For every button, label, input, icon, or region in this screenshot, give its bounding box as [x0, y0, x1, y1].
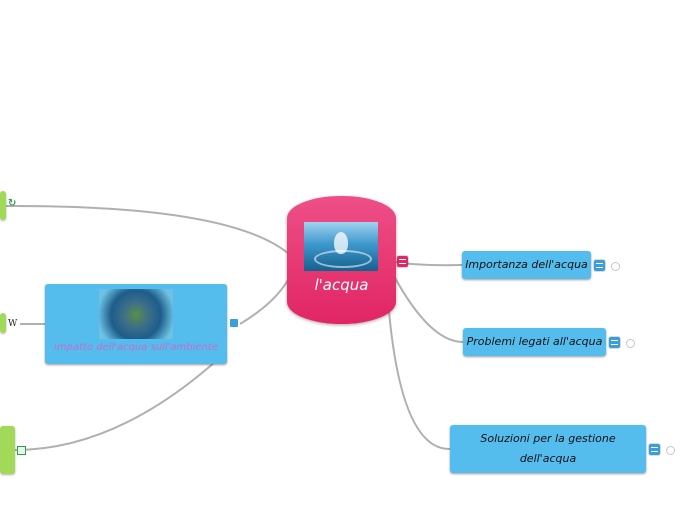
- link-icon[interactable]: ↻: [8, 198, 17, 209]
- connector-central-to-impact: [239, 271, 293, 325]
- collapse-toggle-impatto[interactable]: [230, 319, 238, 327]
- expand-dot-importanza[interactable]: [611, 262, 620, 271]
- topic-problemi[interactable]: Problemi legati all'acqua: [463, 328, 606, 356]
- external-link-icon[interactable]: [17, 446, 26, 455]
- wikipedia-icon[interactable]: W: [8, 319, 18, 329]
- central-topic-title: l'acqua: [314, 276, 369, 294]
- subtopic-bottom-left[interactable]: [0, 426, 15, 474]
- topic-impatto[interactable]: impatto dell'acqua sull'ambiente: [45, 284, 227, 364]
- topic-soluzioni-label-line2: dell'acqua: [519, 452, 577, 465]
- expand-dot-soluzioni[interactable]: [666, 446, 675, 455]
- notes-icon-problemi[interactable]: [609, 337, 620, 348]
- topic-soluzioni-label-line1: Soluzioni per la gestione: [480, 432, 616, 445]
- topic-impatto-label: impatto dell'acqua sull'ambiente: [54, 342, 218, 353]
- topic-importanza[interactable]: Importanza dell'acqua: [462, 251, 591, 279]
- notes-icon-soluzioni[interactable]: [649, 444, 660, 455]
- connector-central-to-soluzioni: [387, 299, 451, 451]
- topic-importanza-label: Importanza dell'acqua: [465, 258, 588, 271]
- notes-icon-importanza[interactable]: [594, 260, 605, 271]
- water-ring: [314, 250, 372, 268]
- central-topic[interactable]: l'acqua: [287, 196, 396, 324]
- expand-dot-problemi[interactable]: [626, 339, 635, 348]
- subtopic-mid-left[interactable]: [0, 313, 6, 333]
- topic-problemi-label: Problemi legati all'acqua: [466, 335, 603, 348]
- water-splash: [334, 232, 348, 254]
- connector-impact-to-bottom-left: [14, 351, 227, 451]
- topic-soluzioni[interactable]: Soluzioni per la gestione dell'acqua: [450, 425, 646, 473]
- collapse-toggle-central[interactable]: [397, 256, 408, 267]
- connector-central-to-problemi: [393, 275, 464, 343]
- earth-water-image: [99, 289, 173, 339]
- connector-central-to-top-left: [5, 204, 290, 255]
- subtopic-top-left[interactable]: [0, 191, 6, 220]
- water-drop-image: [304, 222, 378, 271]
